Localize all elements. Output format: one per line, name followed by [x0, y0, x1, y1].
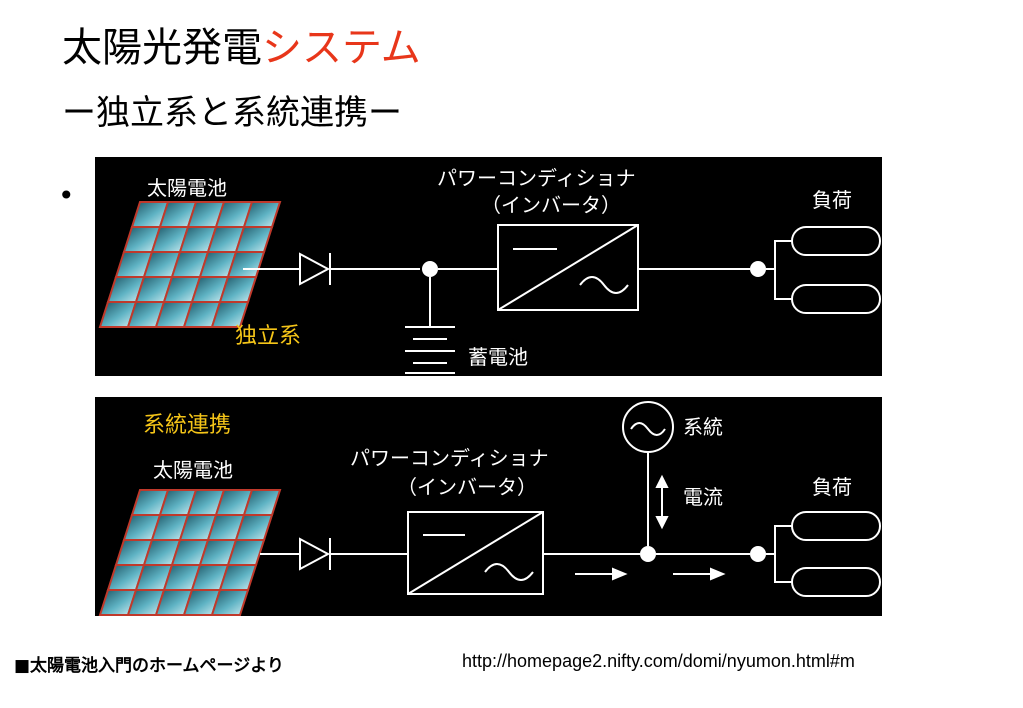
- inverter-box: [407, 511, 544, 595]
- pcs-label-2: （インバータ）: [397, 475, 537, 499]
- grid-junction-node: [640, 546, 656, 562]
- slide-title-accent: システム: [262, 25, 421, 71]
- grid-connected-diagram-svg: 系統連携 太陽電池 パワーコンディショナ （インバータ）: [98, 401, 881, 616]
- solar-cell: [210, 301, 250, 328]
- pcs-label-1: パワーコンディショナ: [350, 446, 549, 470]
- footer-url-link[interactable]: http://homepage2.nifty.com/domi/nyumon.h…: [462, 651, 855, 671]
- load-connector: [766, 226, 881, 314]
- pcs-label-2: （インバータ）: [481, 193, 621, 217]
- solar-panel-label: 太陽電池: [147, 176, 227, 200]
- standalone-diagram: 太陽電池 蓄電池 パワーコンディショナ （インバータ）: [95, 157, 882, 376]
- diode-symbol: [243, 252, 420, 286]
- diode-symbol: [260, 537, 408, 571]
- grid-label: 系統: [683, 415, 723, 439]
- pcs-label-1: パワーコンディショナ: [437, 166, 636, 190]
- slide-subtitle: ー独立系と系統連携ー: [62, 93, 402, 133]
- standalone-diagram-svg: 太陽電池 蓄電池 パワーコンディショナ （インバータ）: [98, 166, 881, 374]
- load-junction-node: [750, 261, 766, 277]
- load-junction-node: [750, 546, 766, 562]
- current-label: 電流: [683, 485, 723, 509]
- battery-symbol: [405, 277, 455, 374]
- current-arrow: [575, 567, 726, 581]
- grid-connected-diagram: 系統連携 太陽電池 パワーコンディショナ （インバータ）: [95, 397, 882, 616]
- solar-array: [98, 201, 282, 328]
- load-label: 負荷: [812, 475, 852, 499]
- slide-title: 太陽光発電システム: [62, 28, 421, 68]
- bullet-point: •: [58, 179, 75, 212]
- slide-title-main: 太陽光発電: [62, 25, 262, 71]
- load-connector: [766, 511, 881, 597]
- load-label: 負荷: [812, 188, 852, 212]
- solar-panel-label: 太陽電池: [153, 458, 233, 482]
- solar-cell: [210, 589, 250, 616]
- battery-label: 蓄電池: [468, 345, 528, 369]
- inverter-box: [497, 224, 639, 311]
- system-type-label: 独立系: [235, 324, 301, 349]
- current-flow-arrow: [655, 474, 669, 530]
- junction-node: [422, 261, 438, 277]
- grid-ac-source: [622, 401, 674, 546]
- footer-source: ■太陽電池入門のホームページより: [14, 656, 284, 676]
- system-type-label: 系統連携: [143, 413, 231, 438]
- solar-array: [98, 489, 282, 616]
